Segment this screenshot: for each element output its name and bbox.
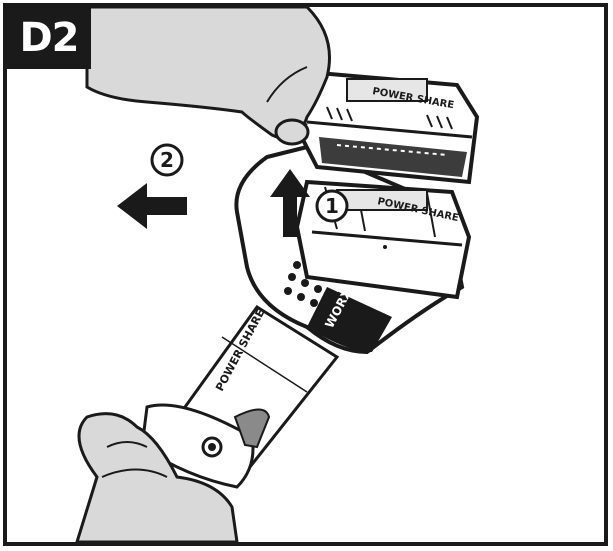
callout-1-number: 1 xyxy=(325,194,339,218)
bottom-hand xyxy=(75,412,239,542)
battery-pack-upper: POWER SHARE xyxy=(296,69,480,185)
step-label: D2 xyxy=(7,7,91,69)
arrow-left xyxy=(117,183,187,229)
top-hand xyxy=(85,7,331,146)
callout-2: 2 xyxy=(150,143,184,177)
battery-removal-illustration: POWER SHARE WORX POWER SHARE xyxy=(75,7,480,542)
grip-collar xyxy=(140,403,271,489)
callout-2-number: 2 xyxy=(160,148,174,172)
arrow-up xyxy=(270,169,310,237)
instruction-figure: D2 POWER SHARE xyxy=(3,3,608,546)
callout-1: 1 xyxy=(315,189,349,223)
